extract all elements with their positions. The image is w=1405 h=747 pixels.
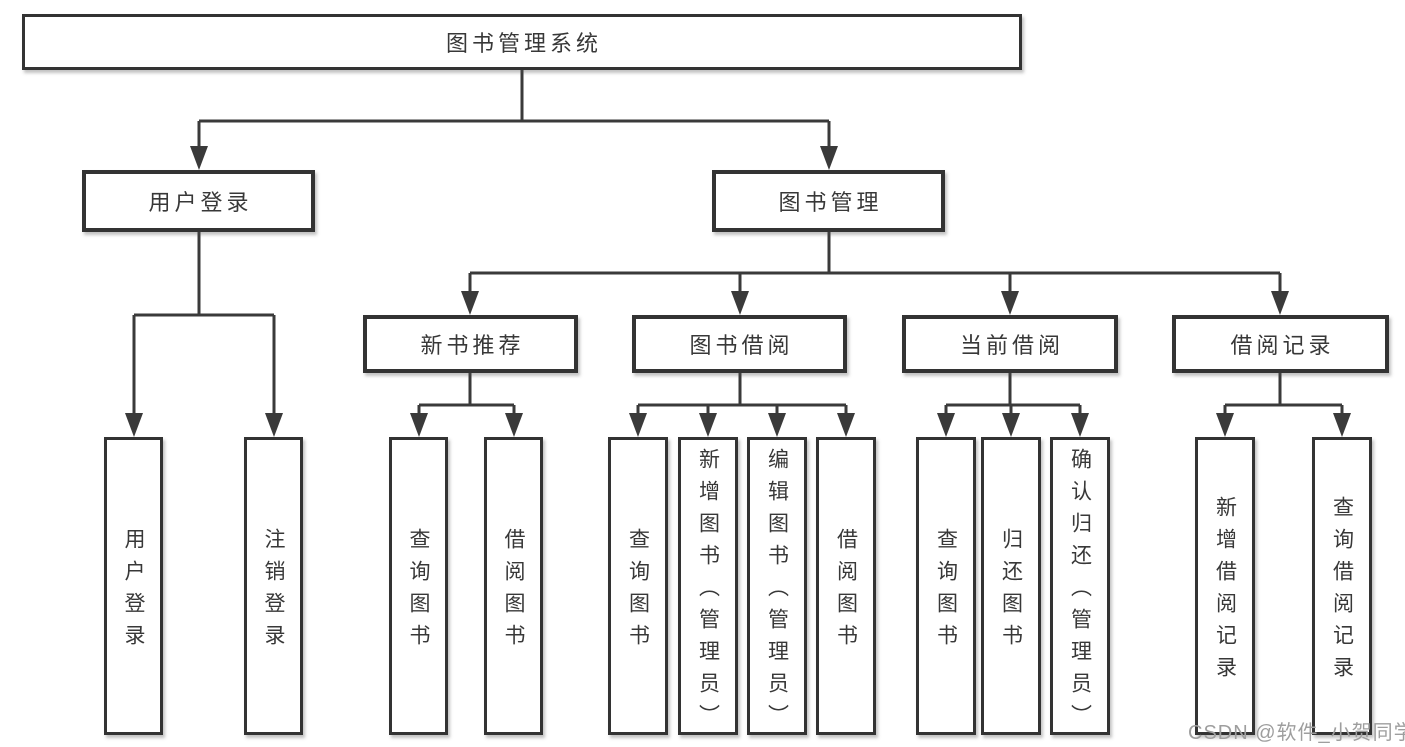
leaf-label: 查询借阅记录 xyxy=(1330,495,1354,688)
arrow-down-icon xyxy=(629,413,647,437)
arrow-down-icon xyxy=(1271,291,1289,315)
leaf-label: 借阅图书 xyxy=(502,527,525,656)
leaf-return-book: 归还图书 xyxy=(981,437,1041,735)
node-root: 图书管理系统 xyxy=(22,14,1022,70)
leaf-label: 新增借阅记录 xyxy=(1213,495,1237,688)
leaf-borrow-books: 借阅图书 xyxy=(484,437,543,735)
connector-user-login xyxy=(132,232,276,413)
leaf-query-books: 查询图书 xyxy=(916,437,976,735)
node-label: 图书借阅 xyxy=(689,333,794,358)
leaf-label: 确认归还（管理员） xyxy=(1068,447,1092,736)
arrow-down-icon xyxy=(410,413,428,437)
arrow-down-icon xyxy=(505,413,523,437)
arrow-down-icon xyxy=(699,413,717,437)
leaf-add-borrow-record: 新增借阅记录 xyxy=(1195,437,1255,735)
arrow-down-icon xyxy=(731,291,749,315)
leaf-label: 查询图书 xyxy=(407,527,430,656)
arrow-down-icon xyxy=(265,413,283,437)
arrow-down-icon xyxy=(1333,413,1351,437)
connector-book-management xyxy=(468,232,1282,291)
leaf-add-book-admin: 新增图书（管理员） xyxy=(678,437,738,736)
leaf-label: 借阅图书 xyxy=(834,527,858,656)
arrow-down-icon xyxy=(1071,413,1089,437)
arrow-down-icon xyxy=(125,413,143,437)
connector-current-borrow xyxy=(944,373,1082,413)
node-label: 用户登录 xyxy=(148,190,253,215)
arrow-down-icon xyxy=(190,146,208,170)
leaf-label: 新增图书（管理员） xyxy=(696,447,720,736)
connector-book-borrow xyxy=(636,373,848,413)
leaf-label: 归还图书 xyxy=(999,527,1023,656)
leaf-query-books: 查询图书 xyxy=(608,437,668,735)
arrow-down-icon xyxy=(461,291,479,315)
node-current-borrow: 当前借阅 xyxy=(902,315,1118,373)
leaf-user-login: 用户登录 xyxy=(104,437,163,735)
node-label: 当前借阅 xyxy=(959,333,1064,358)
node-label: 新书推荐 xyxy=(420,333,525,358)
leaf-label: 注销登录 xyxy=(262,527,285,656)
node-book-management: 图书管理 xyxy=(712,170,945,232)
node-root-label: 图书管理系统 xyxy=(445,31,602,56)
csdn-watermark: CSDN @软件_小贺同学 xyxy=(1188,722,1405,744)
leaf-query-books: 查询图书 xyxy=(389,437,448,735)
leaf-confirm-return-admin: 确认归还（管理员） xyxy=(1050,437,1110,736)
arrow-down-icon xyxy=(1002,413,1020,437)
connector-root xyxy=(197,70,831,146)
node-label: 借阅记录 xyxy=(1230,333,1335,358)
arrow-down-icon xyxy=(1216,413,1234,437)
node-new-book-recommend: 新书推荐 xyxy=(363,315,578,373)
leaf-borrow-books: 借阅图书 xyxy=(816,437,876,735)
leaf-label: 编辑图书（管理员） xyxy=(765,447,789,736)
leaf-label: 查询图书 xyxy=(934,527,958,656)
connector-new-book-recommend xyxy=(417,373,516,413)
leaf-logout: 注销登录 xyxy=(244,437,303,735)
leaf-label: 用户登录 xyxy=(122,527,145,656)
arrow-down-icon xyxy=(937,413,955,437)
arrow-down-icon xyxy=(820,146,838,170)
node-user-login-group: 用户登录 xyxy=(82,170,315,232)
leaf-label: 查询图书 xyxy=(626,527,650,656)
arrow-down-icon xyxy=(1001,291,1019,315)
node-borrow-records: 借阅记录 xyxy=(1172,315,1389,373)
arrow-down-icon xyxy=(837,413,855,437)
leaf-query-borrow-record: 查询借阅记录 xyxy=(1312,437,1372,735)
leaf-edit-book-admin: 编辑图书（管理员） xyxy=(747,437,807,736)
arrow-down-icon xyxy=(768,413,786,437)
connector-borrow-records xyxy=(1223,373,1344,413)
node-label: 图书管理 xyxy=(778,190,883,215)
node-book-borrow: 图书借阅 xyxy=(632,315,847,373)
arrowheads xyxy=(125,146,1351,437)
